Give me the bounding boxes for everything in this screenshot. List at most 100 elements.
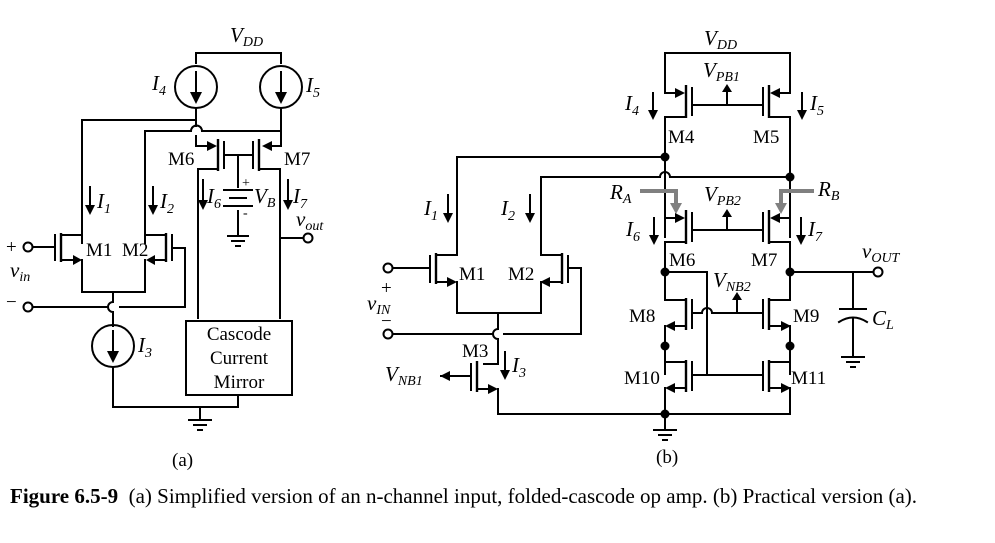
transistor-m6-b — [664, 210, 693, 301]
ra-arrow — [640, 189, 678, 205]
i5-label-a: I5 — [305, 73, 320, 101]
m1-label-a: M1 — [86, 240, 112, 261]
m9-label-b: M9 — [793, 306, 819, 327]
figure-caption: Figure 6.5-9 (a) Simplified version of a… — [10, 484, 970, 508]
transistor-m11 — [664, 360, 791, 415]
rb-label: RB — [817, 177, 840, 204]
load-capacitor-cl — [837, 271, 869, 368]
vnb1-label: VNB1 — [385, 362, 423, 389]
block-line-1: Cascode — [207, 324, 271, 345]
vdd-label-b: VDD — [704, 26, 737, 53]
vout-terminal-b[interactable] — [872, 266, 884, 278]
m1-label-b: M1 — [459, 264, 485, 285]
vpb2-arrow — [722, 209, 732, 217]
panel-b-label: (b) — [656, 447, 678, 468]
vin-label-a: vin — [10, 258, 30, 285]
vout-label-b: vOUT — [862, 239, 901, 266]
vb-label: VB — [254, 184, 276, 211]
vin-minus-terminal-a[interactable] — [22, 301, 34, 313]
i3-label-b: I3 — [511, 353, 526, 381]
circuit-diagrams: VDD I4 I5 M6 — [6, 23, 901, 471]
vin-plus-terminal-b[interactable] — [382, 262, 394, 274]
current-source-i3 — [91, 324, 239, 408]
m7-label-b: M7 — [751, 250, 777, 271]
wire-i4-m1 — [81, 119, 197, 244]
vin-minus-sign-a: − — [6, 292, 17, 313]
cascode-current-mirror-block — [185, 320, 293, 396]
transistor-m6 — [197, 139, 225, 319]
gate-line-vpb2 — [691, 215, 764, 231]
panel-b: VDD M4 M5 VPB1 I4 I5 — [367, 26, 901, 468]
i7-label-a: I7 — [292, 184, 308, 212]
block-line-2: Current — [210, 348, 269, 369]
ra-label: RA — [609, 180, 632, 207]
vin-minus-sign-b: − — [381, 311, 392, 332]
vb-minus: - — [243, 206, 248, 221]
node-m8-source — [660, 341, 670, 351]
current-source-i5 — [259, 65, 303, 132]
i1-label-a: I1 — [96, 189, 111, 217]
transistor-m5 — [762, 85, 791, 238]
panel-a: VDD I4 I5 M6 — [6, 23, 324, 471]
ground-icon-b — [653, 413, 677, 441]
cl-label: CL — [872, 306, 894, 333]
m2-label-a: M2 — [122, 240, 148, 261]
vdd-rail-a — [195, 52, 282, 64]
wire-i5-m7 — [267, 130, 282, 147]
vpb1-arrow — [722, 84, 732, 92]
m6-label-a: M6 — [168, 149, 194, 170]
m7-label-a: M7 — [284, 149, 310, 170]
transistor-m7 — [252, 139, 281, 319]
transistor-m1 — [30, 233, 146, 293]
vin-plus-sign-b: + — [381, 278, 392, 299]
vb-plus: + — [242, 176, 250, 191]
vnb2-arrow — [732, 292, 742, 300]
m8-label-b: M8 — [629, 306, 655, 327]
vnb2-label: VNB2 — [713, 268, 751, 295]
m10-label-b: M10 — [624, 368, 660, 389]
wire-m6-to-mirror-gate — [664, 271, 708, 375]
vout-terminal-a[interactable] — [302, 232, 314, 244]
vpb1-label: VPB1 — [703, 58, 740, 85]
i6-label-b: I6 — [625, 217, 640, 245]
transistor-m3 — [440, 361, 498, 394]
transistor-m7-b — [762, 210, 791, 301]
wire-i4-m6 — [195, 119, 211, 147]
m4-label-b: M4 — [668, 127, 695, 148]
rb-arrow — [779, 189, 814, 205]
wire-tail-a — [107, 291, 114, 327]
gate-line-m6-m7 — [223, 154, 254, 188]
i5-label-b: I5 — [809, 91, 824, 119]
vdd-rail-b — [664, 52, 791, 94]
vin-plus-sign-a: + — [6, 237, 17, 258]
figure-caption-text: (a) Simplified version of an n-channel i… — [128, 484, 918, 508]
transistor-m2 — [119, 233, 186, 308]
m6-label-b: M6 — [669, 250, 695, 271]
vin-minus-terminal-b[interactable] — [382, 328, 394, 340]
node-m9-source — [785, 341, 795, 351]
i2-label-b: I2 — [500, 196, 515, 224]
transistor-m10 — [664, 360, 764, 415]
wire-m3-source — [497, 388, 666, 415]
vout-label-a: vout — [296, 207, 324, 234]
gate-line-vpb1 — [691, 90, 764, 106]
ground-icon-a — [188, 406, 212, 431]
i7-label-b: I7 — [807, 217, 823, 245]
i4-label-a: I4 — [151, 71, 166, 99]
vin-plus-terminal-a[interactable] — [22, 241, 34, 253]
vpb2-label: VPB2 — [704, 182, 741, 209]
block-line-3: Mirror — [214, 372, 265, 393]
wire-m1-drain — [456, 156, 666, 256]
figure-number: Figure 6.5-9 — [10, 484, 119, 508]
wire-m2-drain — [540, 171, 791, 256]
vin-label-b: vIN — [367, 291, 391, 318]
i3-label-a: I3 — [137, 333, 152, 361]
m3-label-b: M3 — [462, 341, 488, 362]
panel-a-label: (a) — [172, 450, 193, 471]
vdd-label-a: VDD — [230, 23, 263, 50]
battery-vb — [223, 189, 253, 247]
m5-label-b: M5 — [753, 127, 779, 148]
current-source-i4 — [174, 65, 218, 121]
m2-label-b: M2 — [508, 264, 534, 285]
transistor-m4 — [664, 85, 693, 238]
